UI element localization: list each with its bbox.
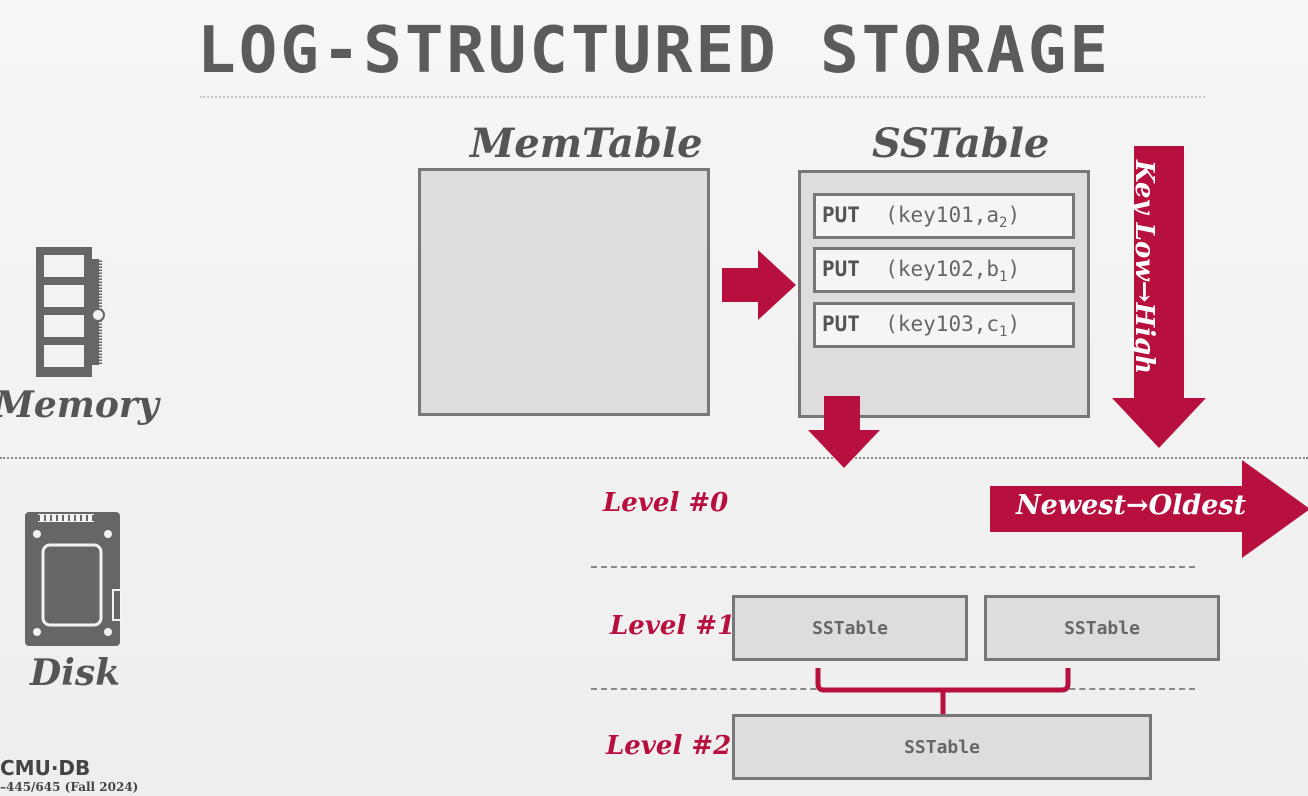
- entry-version: 2: [999, 215, 1008, 232]
- memtable-box: [418, 168, 710, 416]
- flush-arrow: [722, 250, 796, 324]
- entry-version: 1: [999, 324, 1008, 341]
- entry-key: key103: [897, 312, 974, 336]
- title-divider: [200, 96, 1205, 98]
- entry-key: key101: [897, 203, 974, 227]
- disk-label: Disk: [30, 652, 121, 694]
- memory-chip-icon: [36, 247, 116, 381]
- entry-value: b: [986, 257, 1000, 281]
- memory-label: Memory: [0, 384, 159, 426]
- level-1-sstable: SSTable: [732, 595, 968, 661]
- entry-op: PUT: [822, 312, 860, 336]
- level-2-sstable: SSTable: [732, 714, 1152, 780]
- level-1-sstable: SSTable: [984, 595, 1220, 661]
- compaction-bracket: [812, 668, 1074, 720]
- slide-title: LOG-STRUCTURED STORAGE: [197, 14, 1111, 88]
- entry-key: key102: [897, 257, 974, 281]
- entry-op: PUT: [822, 257, 860, 281]
- level-2-label: Level #2: [606, 731, 732, 761]
- disk-ssd-icon: [25, 512, 125, 652]
- sstable-entry: PUT (key101,a2): [813, 193, 1075, 239]
- sstable-entry: PUT (key103,c1): [813, 302, 1075, 348]
- cmu-db-logo: CMU·DB: [0, 756, 91, 780]
- course-label: –445/645 (Fall 2024): [0, 780, 139, 794]
- memory-disk-divider: [0, 457, 1308, 459]
- write-to-disk-arrow: [808, 396, 880, 472]
- level-0-label: Level #0: [603, 488, 729, 518]
- memtable-heading: MemTable: [470, 120, 703, 167]
- entry-value: a: [986, 203, 1000, 227]
- level-1-label: Level #1: [610, 611, 736, 641]
- key-order-label: Key Low→High: [1129, 160, 1159, 375]
- entry-value: c: [986, 312, 1000, 336]
- age-order-arrow: [990, 460, 1308, 562]
- age-order-label: Newest→Oldest: [1016, 490, 1247, 521]
- entry-op: PUT: [822, 203, 860, 227]
- key-order-arrow: [1108, 146, 1208, 452]
- sstable-heading: SSTable: [872, 120, 1050, 167]
- sstable-entry: PUT (key102,b1): [813, 247, 1075, 293]
- entry-version: 1: [999, 269, 1008, 286]
- level-divider: [591, 566, 1195, 568]
